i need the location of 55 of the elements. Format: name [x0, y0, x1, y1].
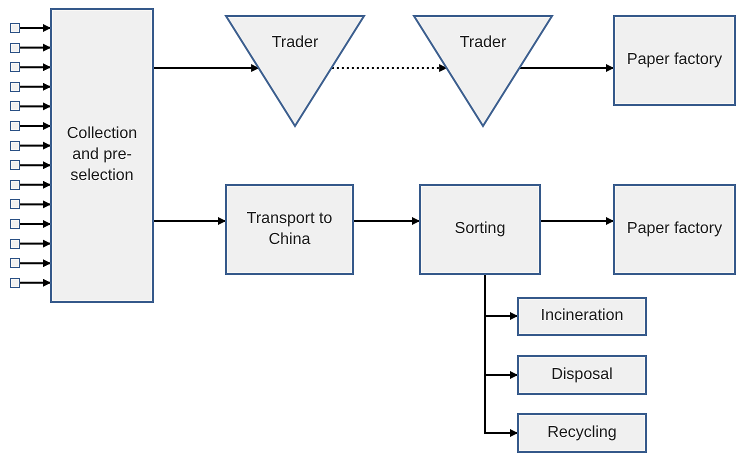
trader-triangle — [225, 15, 365, 127]
arrow — [154, 64, 260, 72]
arrow — [354, 217, 420, 225]
node-label: Transport to China — [246, 208, 334, 250]
node-label: Collection and pre-selection — [66, 124, 138, 186]
process-box — [613, 184, 736, 275]
arrow — [20, 82, 51, 91]
arrow — [20, 180, 51, 189]
source-square — [10, 160, 20, 170]
source-square — [10, 42, 20, 53]
source-square — [10, 82, 20, 92]
arrow — [541, 217, 614, 225]
arrow — [20, 259, 51, 268]
node-label: Disposal — [551, 364, 613, 385]
node-label: Recycling — [547, 422, 617, 443]
process-box — [613, 15, 736, 106]
node-label: Sorting — [454, 219, 506, 240]
arrow — [20, 142, 51, 150]
node-label: Incineration — [540, 306, 624, 326]
trader-triangle — [413, 15, 553, 127]
arrow — [332, 64, 448, 72]
source-square — [10, 258, 20, 268]
source-square — [10, 62, 20, 72]
process-box — [419, 184, 541, 275]
node-label: Trader — [272, 33, 318, 53]
process-box — [517, 413, 647, 453]
arrow — [20, 102, 51, 110]
source-square — [10, 219, 20, 229]
arrow — [20, 161, 51, 170]
arrow — [20, 240, 51, 248]
arrow — [20, 44, 51, 52]
source-square — [10, 23, 20, 33]
source-square — [10, 101, 20, 112]
arrow — [20, 278, 51, 287]
source-square — [10, 140, 20, 151]
arrow — [20, 122, 51, 130]
arrow — [154, 217, 226, 225]
arrow — [20, 24, 51, 32]
source-square — [10, 199, 20, 210]
node-label: Paper factory — [626, 219, 722, 240]
arrow — [484, 275, 518, 437]
process-box — [517, 355, 647, 395]
source-square — [10, 121, 20, 131]
source-square — [10, 278, 20, 288]
arrow — [20, 63, 51, 72]
arrow — [20, 200, 51, 208]
process-box — [517, 297, 647, 336]
process-box — [225, 184, 354, 275]
node-label: Paper factory — [626, 50, 722, 70]
arrow — [520, 64, 614, 72]
node-label: Trader — [460, 33, 506, 53]
process-box — [50, 8, 154, 303]
arrow — [20, 220, 51, 228]
source-square — [10, 180, 20, 190]
source-square — [10, 238, 20, 249]
